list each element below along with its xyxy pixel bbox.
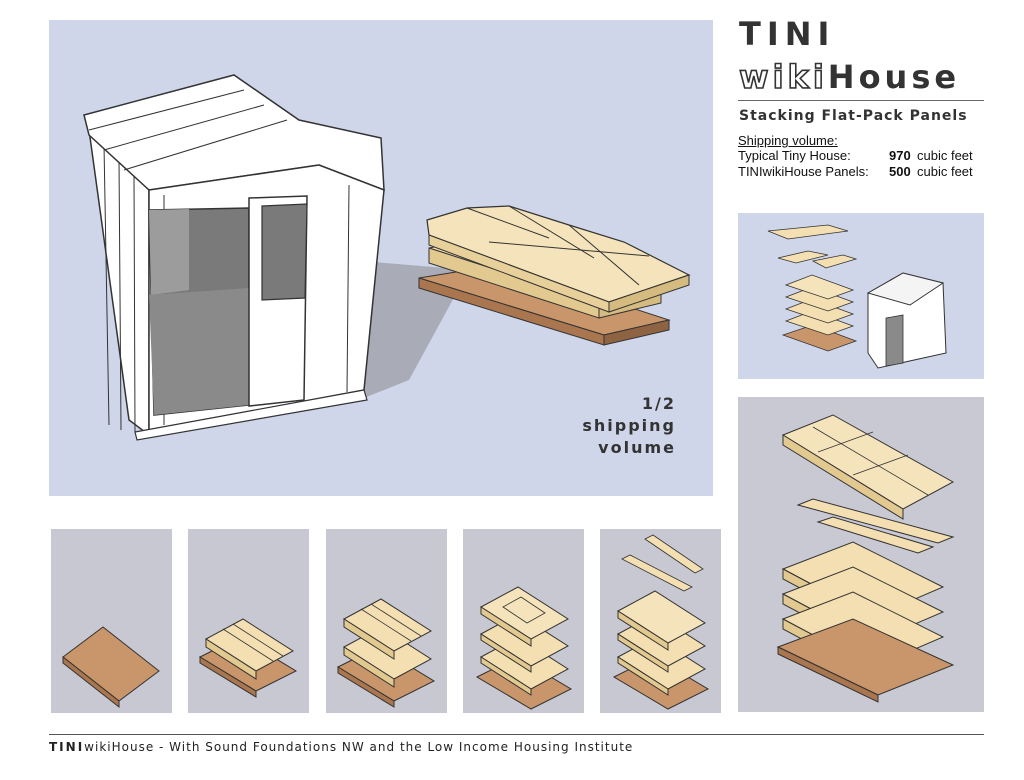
hero-drawing [83, 74, 691, 441]
footer-brand-rest: wikiHouse [84, 740, 155, 754]
step-1-drawing [62, 626, 160, 709]
shipping-row-value: 970 [889, 148, 911, 163]
assembly-drawing [767, 224, 947, 369]
shipping-row-value: 500 [889, 164, 911, 179]
stacking-step-2 [188, 529, 309, 713]
shipping-row-unit: cubic feet [917, 164, 973, 179]
title-tini: TINI [739, 15, 836, 53]
exploded-stack-illustration [738, 397, 984, 712]
shipping-row-label: TINIwikiHouse Panels: [738, 164, 869, 179]
title-wikihouse: wikiHouse [738, 58, 961, 96]
shipping-row-label: Typical Tiny House: [738, 148, 851, 163]
stacking-step-1 [51, 529, 172, 713]
step-3-drawing [336, 598, 436, 708]
half-shipping-volume-label: 1/2 shipping volume [540, 393, 676, 459]
stacking-step-5 [600, 529, 721, 713]
step-2-drawing [198, 618, 298, 698]
half-label-line-3: volume [598, 438, 676, 457]
stacking-step-3 [326, 529, 447, 713]
title-wiki-outline: wiki [738, 58, 828, 96]
footer-divider [49, 734, 984, 735]
step-5-drawing [612, 534, 710, 710]
house-window [261, 203, 308, 301]
shipping-volume-heading: Shipping volume: [738, 133, 838, 148]
half-label-line-1: 1/2 [641, 394, 676, 413]
subtitle: Stacking Flat-Pack Panels [739, 108, 968, 124]
footer-text: - With Sound Foundations NW and the Low … [154, 740, 634, 754]
exploded-stack-drawing [776, 414, 955, 703]
assembly-thumbnail [738, 213, 984, 379]
hero-illustration [49, 20, 713, 496]
house-base [134, 389, 368, 441]
shipping-row-wikihouse-panels: TINIwikiHouse Panels: 500 cubic feet [738, 164, 984, 180]
half-label-line-2: shipping [582, 416, 676, 435]
house-shadow [349, 260, 469, 400]
stacking-step-4 [463, 529, 584, 713]
step-4-drawing [475, 586, 573, 710]
footer-brand-bold: TINI [49, 740, 85, 754]
footer-credit: TINIwikiHouse - With Sound Foundations N… [49, 740, 633, 754]
shipping-row-unit: cubic feet [917, 148, 973, 163]
title-divider [738, 100, 984, 101]
title-house: House [827, 58, 961, 96]
shipping-row-tiny-house: Typical Tiny House: 970 cubic feet [738, 148, 984, 164]
